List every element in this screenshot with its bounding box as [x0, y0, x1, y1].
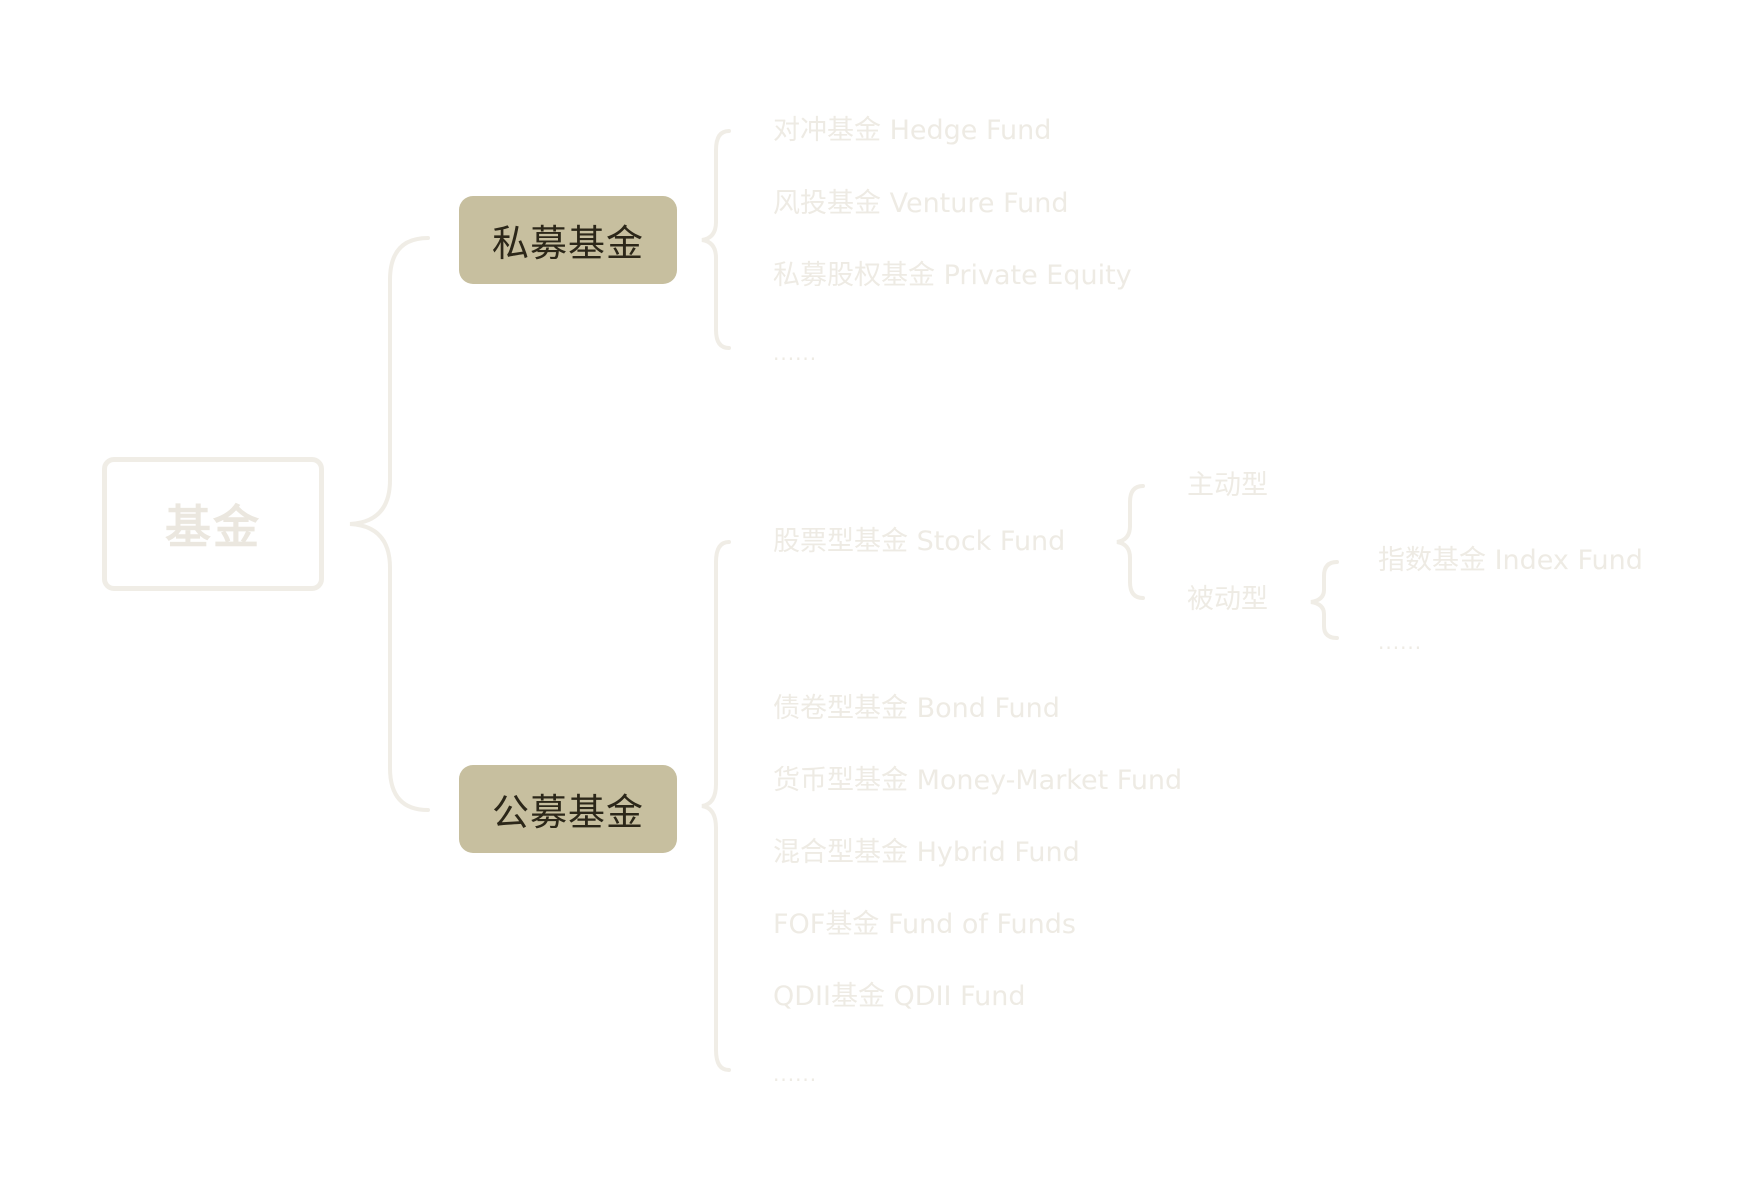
leaf-public-more: ...... — [773, 1062, 818, 1086]
leaf-venture-fund: 风投基金 Venture Fund — [773, 188, 1069, 219]
leaf-passive-more: ...... — [1378, 630, 1423, 654]
leaf-bond-fund: 债卷型基金 Bond Fund — [773, 693, 1060, 724]
private-fund-node: 私募基金 — [459, 196, 677, 284]
leaf-private-more: ...... — [773, 341, 818, 365]
public-fund-node: 公募基金 — [459, 765, 677, 853]
leaf-stock-fund: 股票型基金 Stock Fund — [773, 526, 1066, 557]
leaf-fund-of-funds: FOF基金 Fund of Funds — [773, 909, 1076, 940]
stock-brace — [1116, 484, 1145, 600]
public-brace — [701, 540, 731, 1072]
leaf-hedge-fund: 对冲基金 Hedge Fund — [773, 115, 1052, 146]
leaf-qdii-fund: QDII基金 QDII Fund — [773, 981, 1026, 1012]
leaf-hybrid-fund: 混合型基金 Hybrid Fund — [773, 837, 1080, 868]
root-node: 基金 — [102, 457, 324, 591]
leaf-index-fund: 指数基金 Index Fund — [1378, 545, 1643, 576]
root-brace — [349, 236, 430, 812]
leaf-active: 主动型 — [1187, 470, 1268, 501]
private-brace — [701, 129, 731, 350]
leaf-passive: 被动型 — [1187, 584, 1268, 615]
leaf-money-market-fund: 货币型基金 Money-Market Fund — [773, 765, 1183, 796]
leaf-private-equity: 私募股权基金 Private Equity — [773, 260, 1132, 291]
passive-brace — [1310, 560, 1339, 640]
